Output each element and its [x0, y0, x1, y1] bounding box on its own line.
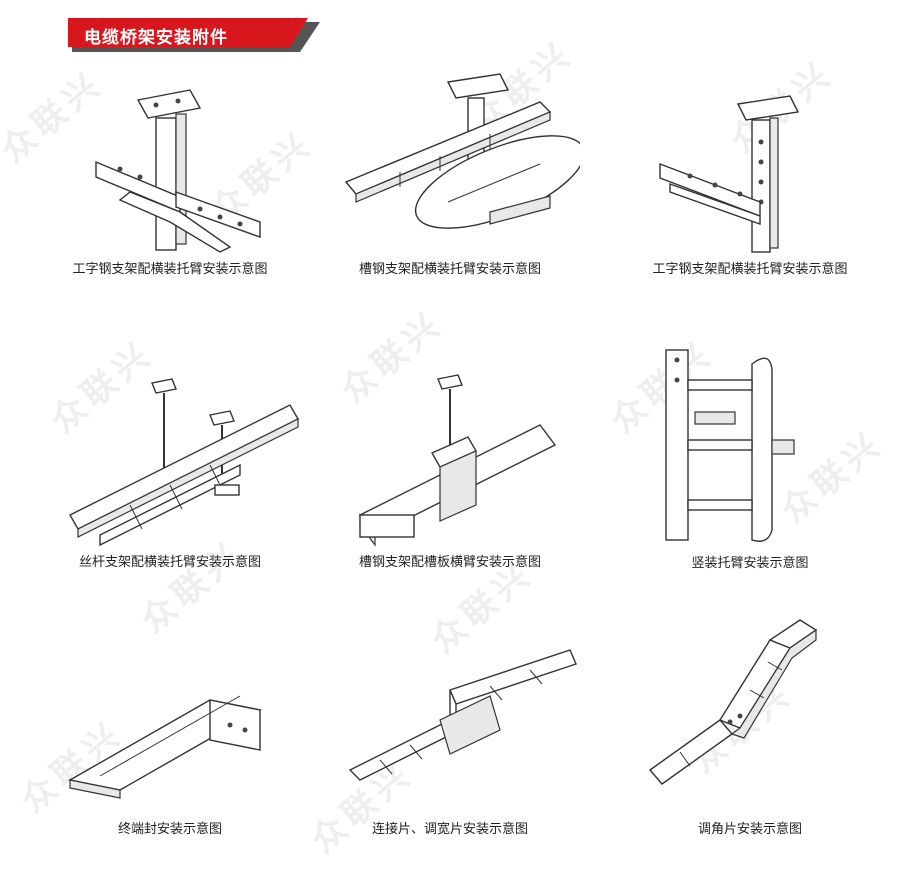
channel-steel-horizontal-arm-illustration [344, 73, 580, 229]
channel-steel-trunking-arm-illustration [358, 374, 557, 547]
vertical-arm-illustration [665, 349, 795, 542]
diagram-card: 槽钢支架配横装托臂安装示意图 [300, 62, 600, 332]
diagram-caption: 调角片安装示意图 [697, 822, 802, 837]
section-title: 电缆桥架安装附件 [84, 28, 228, 48]
diagram-card: 终端封安装示意图 [20, 620, 320, 890]
diagram-card: 工字钢支架配横装托臂安装示意图 [20, 62, 320, 332]
diagram-caption: 连接片、调宽片安装示意图 [371, 822, 528, 837]
diagram-card: 工字钢支架配横装托臂安装示意图 [600, 62, 900, 332]
diagram-caption: 工字钢支架配横装托臂安装示意图 [72, 262, 268, 277]
diagram-caption: 槽钢支架配横装托臂安装示意图 [358, 262, 541, 277]
diagram-caption: 槽钢支架配槽板横臂安装示意图 [358, 555, 541, 570]
diagram-caption: 终端封安装示意图 [117, 822, 222, 837]
diagram-caption: 工字钢支架配横装托臂安装示意图 [652, 262, 848, 277]
section-header: 电缆桥架安装附件 [68, 18, 328, 52]
diagram-caption: 丝杆支架配横装托臂安装示意图 [78, 555, 261, 570]
header-banner-shape [68, 18, 320, 52]
end-cap-illustration [68, 695, 262, 799]
angle-adjustment-plate-illustration [648, 619, 818, 785]
i-beam-horizontal-arm-illustration [95, 89, 261, 253]
diagram-caption: 竖装托臂安装示意图 [691, 556, 809, 571]
i-beam-horizontal-arm-alt-illustration [659, 95, 800, 253]
threaded-rod-horizontal-arm-illustration [69, 378, 299, 547]
diagram-card: 竖装托臂安装示意图 [600, 330, 900, 600]
diagram-grid: 工字钢支架配横装托臂安装示意图 槽钢支架配横装托臂安装示意图 [20, 62, 900, 837]
diagram-card: 槽钢支架配槽板横臂安装示意图 [300, 355, 600, 625]
diagram-card: 连接片、调宽片安装示意图 [300, 620, 600, 890]
connector-widening-plate-illustration [348, 649, 577, 781]
diagram-card: 调角片安装示意图 [600, 600, 900, 870]
diagram-card: 丝杆支架配横装托臂安装示意图 [20, 355, 320, 625]
